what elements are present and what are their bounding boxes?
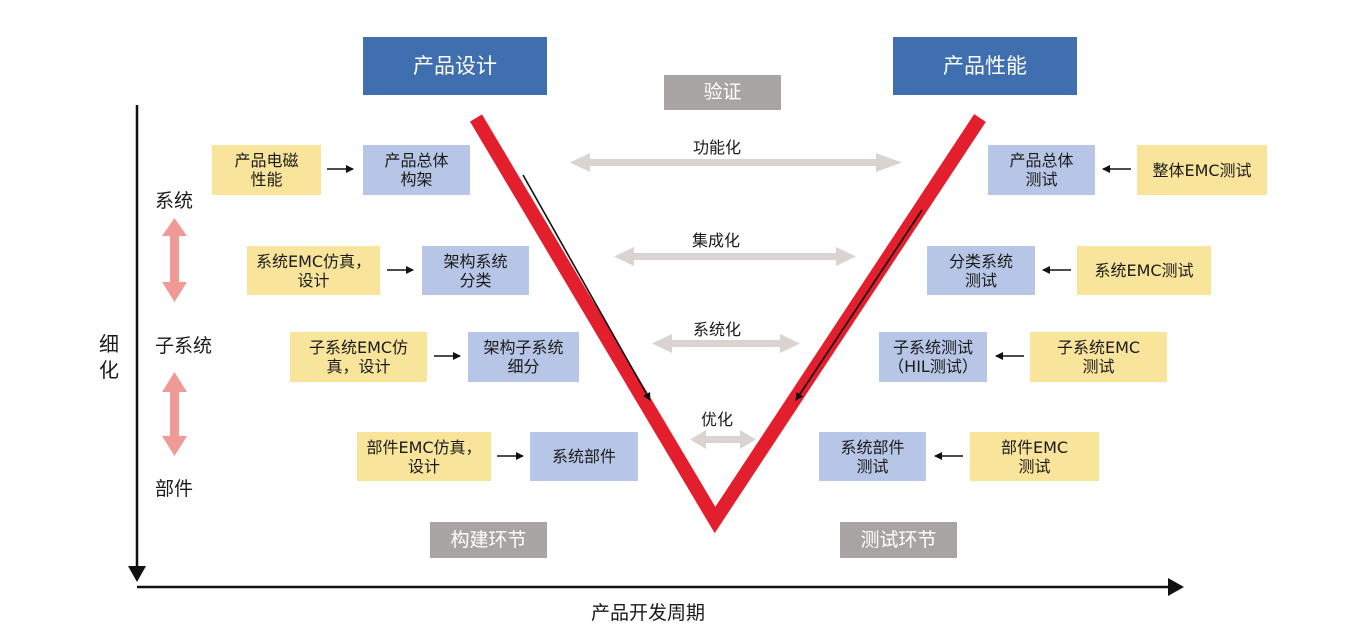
right-input-2: 子系统EMC 测试 (1030, 332, 1167, 382)
double-arrow-system (652, 334, 800, 353)
y-axis (128, 105, 146, 582)
phase-build: 构建环节 (430, 522, 547, 558)
mid-label-functional: 功能化 (693, 138, 742, 157)
x-axis-label: 产品开发周期 (591, 602, 706, 624)
left-input-1: 系统EMC仿真， 设计 (247, 246, 380, 295)
right-result-1: 分类系统 测试 (927, 246, 1035, 295)
mid-label-optimize: 优化 (701, 410, 734, 429)
y-axis-label: 细化 (99, 332, 119, 382)
left-output-0: 产品总体 构架 (363, 145, 470, 195)
left-input-2: 子系统EMC仿 真，设计 (290, 332, 427, 382)
v-right-arrow (795, 209, 923, 401)
double-arrow-optimize (690, 430, 756, 449)
level-arrow-upper (162, 218, 187, 302)
level-subsystem: 子系统 (155, 335, 213, 357)
level-component: 部件 (155, 478, 194, 500)
double-arrow-functional (570, 153, 902, 172)
header-product-performance: 产品性能 (893, 37, 1077, 95)
level-arrow-lower (162, 372, 187, 456)
left-output-1: 架构系统 分类 (422, 246, 529, 295)
double-arrow-integration (614, 247, 856, 266)
header-product-design: 产品设计 (363, 37, 547, 95)
mid-label-integration: 集成化 (692, 231, 741, 250)
level-system: 系统 (155, 190, 194, 212)
left-output-3: 系统部件 (530, 432, 638, 481)
right-input-3: 部件EMC 测试 (970, 432, 1099, 481)
mid-label-system: 系统化 (693, 320, 742, 339)
left-input-0: 产品电磁 性能 (212, 145, 321, 195)
verify-label: 验证 (664, 75, 781, 110)
right-result-0: 产品总体 测试 (988, 145, 1095, 195)
left-output-2: 架构子系统 细分 (468, 332, 579, 382)
right-input-0: 整体EMC测试 (1137, 145, 1267, 195)
v-shape (469, 114, 986, 534)
right-result-2: 子系统测试 （HIL测试） (879, 332, 987, 382)
left-input-3: 部件EMC仿真， 设计 (357, 432, 491, 481)
v-left-arrow (522, 174, 651, 401)
phase-test: 测试环节 (840, 522, 957, 558)
right-input-1: 系统EMC测试 (1077, 246, 1211, 295)
right-result-3: 系统部件 测试 (819, 432, 926, 481)
x-axis (137, 578, 1184, 596)
